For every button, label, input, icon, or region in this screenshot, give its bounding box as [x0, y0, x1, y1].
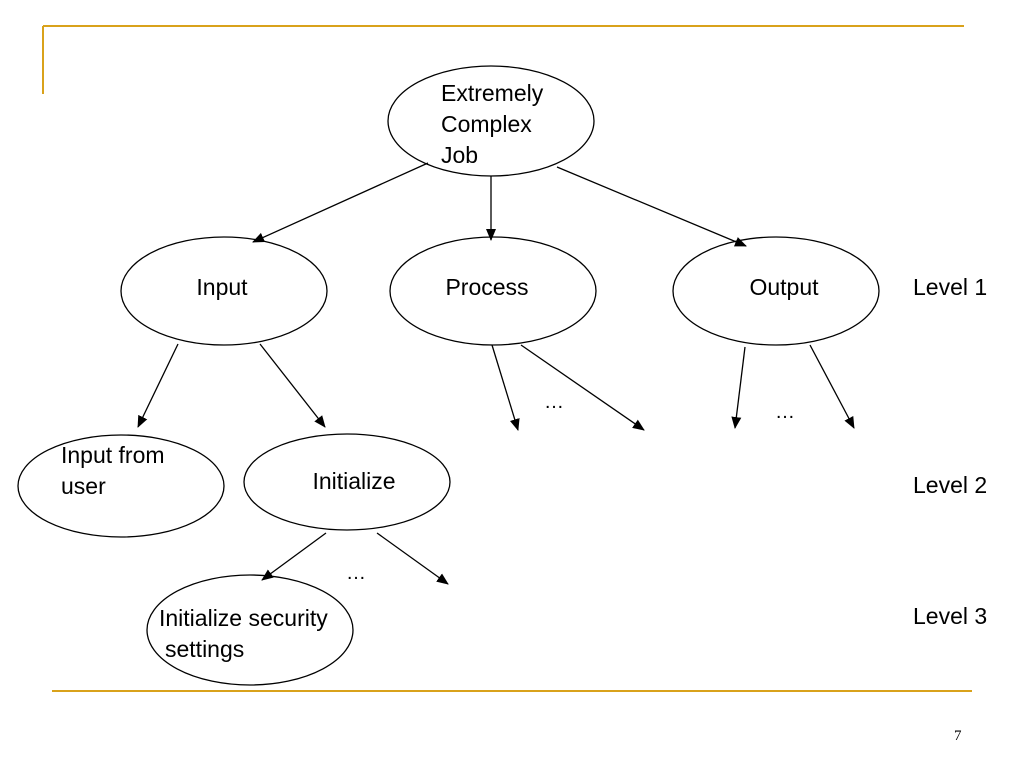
node-initialize-security-label: Initialize security settings: [159, 603, 328, 665]
root-line-2: Complex: [441, 111, 532, 137]
node-initialize: [243, 433, 451, 531]
slide-frame: [42, 25, 972, 692]
input-from-user-line-1: Input from: [61, 442, 165, 468]
level-1-label: Level 1: [913, 274, 988, 300]
edge-initialize-security: [261, 532, 327, 581]
node-input-from-user: [17, 434, 225, 538]
node-process-label: Process: [445, 274, 529, 300]
ellipsis-initialize: …: [346, 562, 366, 584]
node-input-from-user-label: Input from user: [61, 440, 165, 502]
edge-process-child-a: [491, 344, 520, 431]
initialize-security-line-2: settings: [165, 636, 245, 662]
edge-process-child-b: [520, 344, 645, 431]
edge-output-child-b: [809, 344, 855, 429]
node-input-label: Input: [196, 274, 248, 300]
input-from-user-line-2: user: [61, 473, 106, 499]
edge-initialize-child-b: [376, 532, 449, 585]
node-output: [672, 236, 880, 346]
edge-root-output: [556, 166, 747, 247]
edge-input-inputfromuser: [137, 343, 179, 428]
node-initialize-security: [146, 574, 354, 686]
node-output-label: Output: [749, 274, 819, 300]
node-initialize-label: Initialize: [312, 468, 396, 494]
ellipsis-output: …: [775, 401, 795, 423]
level-2-label: Level 2: [913, 472, 988, 498]
edge-root-input: [252, 162, 429, 243]
root-line-3: Job: [441, 142, 479, 168]
node-root-label: Extremely Complex Job: [441, 78, 543, 171]
level-3-label: Level 3: [913, 603, 988, 629]
node-input: [120, 236, 328, 346]
initialize-security-line-1: Initialize security: [159, 605, 328, 631]
edge-input-initialize: [259, 343, 326, 428]
page-number: 7: [954, 728, 962, 744]
edge-output-child-a: [731, 346, 746, 429]
ellipsis-process: …: [544, 391, 564, 413]
root-line-1: Extremely: [441, 80, 544, 106]
